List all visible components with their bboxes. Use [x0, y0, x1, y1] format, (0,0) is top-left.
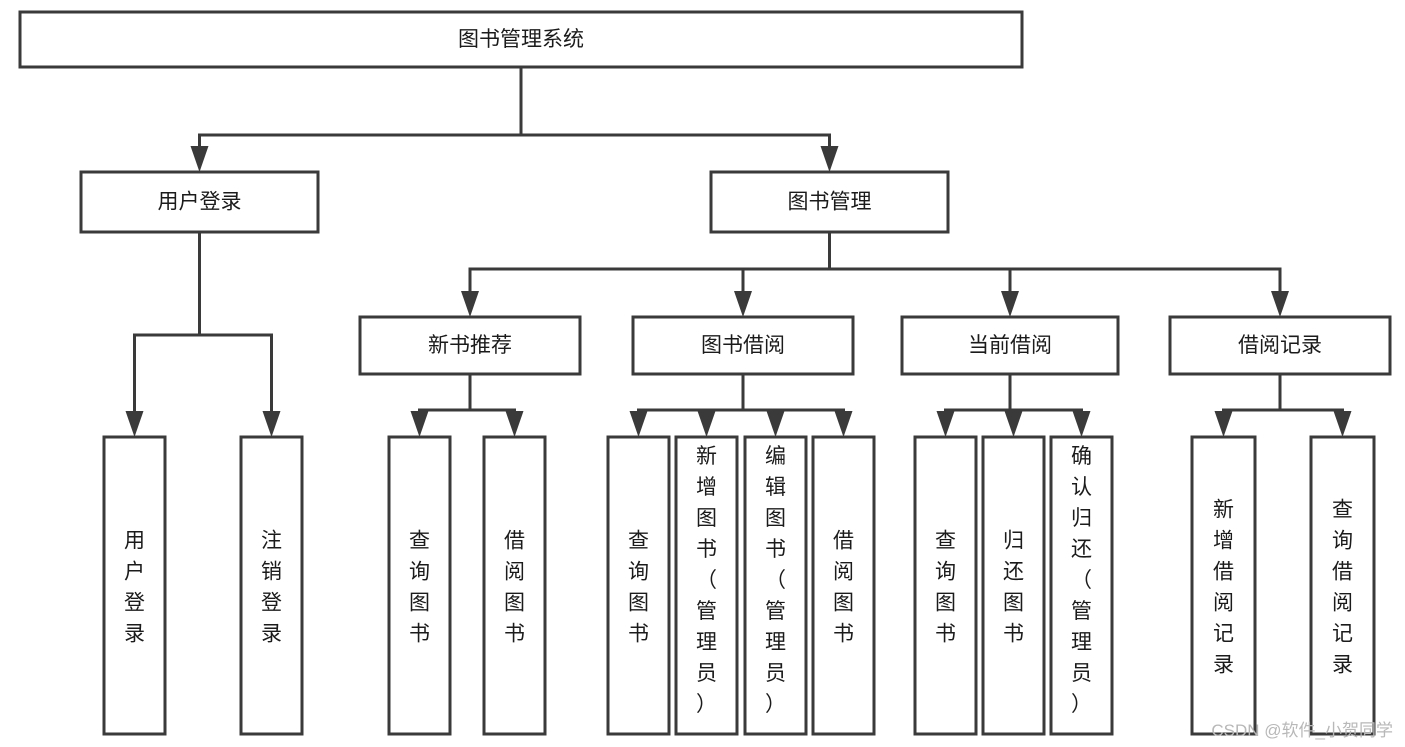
l2-1-leaf-2-arrowhead [262, 411, 281, 437]
node-label: 图书借阅 [701, 334, 785, 357]
node-leaf-user-login-1[interactable]: 用户登录 [102, 435, 167, 736]
node-box[interactable] [1309, 435, 1376, 736]
node-level3-1[interactable]: 新书推荐 [358, 315, 582, 376]
node-label: 归还图书 [1003, 530, 1024, 646]
node-label: 新书推荐 [428, 334, 512, 357]
l3-2-leaf-1-arrowhead [629, 411, 648, 437]
node-box[interactable] [674, 435, 739, 736]
node-label: 借阅图书 [833, 530, 854, 646]
node-label: 查询借阅记录 [1332, 499, 1353, 677]
l2-2-to-l3-1-arrowhead [461, 291, 479, 317]
node-level2-1[interactable]: 用户登录 [79, 170, 320, 234]
node-label: 当前借阅 [968, 334, 1052, 357]
node-box[interactable] [239, 435, 304, 736]
l3-2-leaf-2-arrowhead [697, 411, 716, 437]
node-box[interactable] [18, 10, 1024, 69]
node-label: 图书管理 [788, 191, 872, 214]
node-box[interactable] [1190, 435, 1257, 736]
node-box[interactable] [709, 170, 950, 234]
node-label: 新增图书（管理员） [696, 445, 717, 716]
node-box[interactable] [1049, 435, 1114, 736]
node-box[interactable] [606, 435, 671, 736]
node-leaf-group-4-2[interactable]: 查询借阅记录 [1309, 435, 1376, 736]
node-level2-2[interactable]: 图书管理 [709, 170, 950, 234]
node-level3-3[interactable]: 当前借阅 [900, 315, 1120, 376]
l3-3-leaf-1-arrowhead [936, 411, 955, 437]
node-leaf-group-2-4[interactable]: 借阅图书 [811, 435, 876, 736]
connector-layer [125, 65, 1352, 437]
node-box[interactable] [900, 315, 1120, 376]
node-box[interactable] [1168, 315, 1392, 376]
l2-1-leaf-1-arrowhead [125, 411, 144, 437]
node-leaf-group-1-1[interactable]: 查询图书 [387, 435, 452, 736]
node-level3-2[interactable]: 图书借阅 [631, 315, 855, 376]
node-label: 图书管理系统 [458, 28, 584, 51]
node-box[interactable] [981, 435, 1046, 736]
node-label: 用户登录 [158, 191, 242, 214]
node-leaf-group-2-2[interactable]: 新增图书（管理员） [674, 435, 739, 736]
node-box[interactable] [482, 435, 547, 736]
node-box[interactable] [811, 435, 876, 736]
node-box[interactable] [79, 170, 320, 234]
node-box[interactable] [631, 315, 855, 376]
node-box[interactable] [743, 435, 808, 736]
l3-4-leaf-2-arrowhead [1333, 411, 1352, 437]
node-box[interactable] [358, 315, 582, 376]
node-leaf-group-3-3[interactable]: 确认归还（管理员） [1049, 435, 1114, 736]
node-leaf-group-3-1[interactable]: 查询图书 [913, 435, 978, 736]
l3-1-leaf-1-arrowhead [410, 411, 429, 437]
node-label: 借阅记录 [1238, 334, 1322, 357]
node-leaf-group-1-2[interactable]: 借阅图书 [482, 435, 547, 736]
l2-2-to-l3-3-arrowhead [1001, 291, 1019, 317]
node-leaf-group-2-3[interactable]: 编辑图书（管理员） [743, 435, 808, 736]
l2-2-to-l3-4-arrowhead [1271, 291, 1289, 317]
node-label: 注销登录 [261, 530, 282, 646]
node-leaf-group-3-2[interactable]: 归还图书 [981, 435, 1046, 736]
node-label: 查询图书 [409, 530, 430, 646]
l3-1-leaf-2-arrowhead [505, 411, 524, 437]
node-leaf-group-4-1[interactable]: 新增借阅记录 [1190, 435, 1257, 736]
node-label: 新增借阅记录 [1213, 499, 1234, 677]
node-box[interactable] [913, 435, 978, 736]
node-leaf-group-2-1[interactable]: 查询图书 [606, 435, 671, 736]
l3-2-leaf-4-arrowhead [834, 411, 853, 437]
node-label: 借阅图书 [504, 530, 525, 646]
root-to-l2-1-arrowhead [190, 146, 209, 172]
node-label: 查询图书 [935, 530, 956, 646]
l3-2-leaf-3-arrowhead [766, 411, 785, 437]
node-label: 用户登录 [124, 530, 145, 646]
l2-2-to-l3-2-arrowhead [734, 291, 752, 317]
node-level3-4[interactable]: 借阅记录 [1168, 315, 1392, 376]
root-to-l2-2-arrowhead [820, 146, 839, 172]
node-box[interactable] [102, 435, 167, 736]
node-layer: 图书管理系统用户登录图书管理用户登录注销登录新书推荐查询图书借阅图书图书借阅查询… [18, 10, 1392, 736]
l3-3-leaf-3-arrowhead [1072, 411, 1091, 437]
node-root-1[interactable]: 图书管理系统 [18, 10, 1024, 69]
node-label: 查询图书 [628, 530, 649, 646]
node-label: 编辑图书（管理员） [765, 445, 786, 716]
l3-3-leaf-2-arrowhead [1004, 411, 1023, 437]
l3-4-leaf-1-arrowhead [1214, 411, 1233, 437]
watermark-label: CSDN @软件_小贺同学 [1211, 721, 1393, 740]
node-box[interactable] [387, 435, 452, 736]
node-label: 确认归还（管理员） [1071, 445, 1092, 716]
node-leaf-user-login-2[interactable]: 注销登录 [239, 435, 304, 736]
